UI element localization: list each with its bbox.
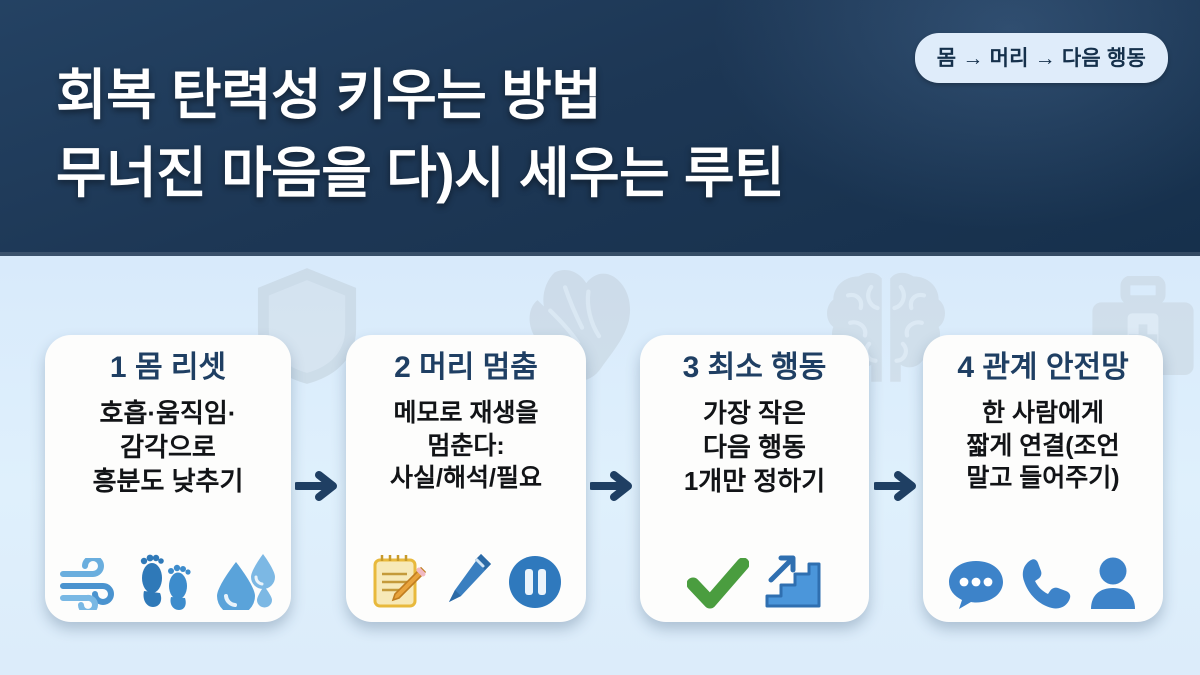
step-card-3[interactable]: 3 최소 행동 가장 작은 다음 행동 1개만 정하기 [640, 335, 869, 622]
step-card-2-icons [369, 544, 563, 610]
step-card-3-icons [686, 544, 823, 610]
page-title-line-1: 회복 탄력성 키우는 방법 [56, 64, 602, 126]
step-card-2[interactable]: 2 머리 멈춤 메모로 재생을 멈춘다: 사실/해석/필요 [346, 335, 586, 622]
step-card-4[interactable]: 4 관계 안전망 한 사람에게 짧게 연결(조언 말고 들어주기) [923, 335, 1163, 622]
step-card-1-body: 호흡·움직임· 감각으로 흥분도 낮추기 [92, 398, 244, 496]
wind-icon [60, 558, 114, 610]
flow-badge: 몸 → 머리 → 다음 행동 [914, 33, 1168, 83]
stairs-up-icon [765, 555, 820, 608]
step-card-4-body: 한 사람에게 짧게 연결(조언 말고 들어주기) [966, 399, 1120, 492]
step-card-1-icons [59, 544, 277, 610]
steps-container: 1 몸 리셋 호흡·움직임· 감각으로 흥분도 낮추기 [0, 335, 1200, 625]
speech-bubble-icon [949, 561, 1003, 609]
step-card-3-title: 3 최소 행동 [682, 351, 827, 384]
step-card-3-body: 가장 작은 다음 행동 1개만 정하기 [683, 398, 826, 496]
step-card-1-title: 1 몸 리셋 [109, 351, 227, 384]
droplets-icon [217, 554, 275, 610]
pen-icon [449, 554, 491, 602]
header-banner: 몸 → 머리 → 다음 행동 회복 탄력성 키우는 방법 무너진 마음을 다)시… [0, 0, 1200, 256]
page-title: 회복 탄력성 키우는 방법 무너진 마음을 다)시 세우는 루틴 [56, 56, 785, 212]
flow-arrow-1 [295, 471, 337, 501]
step-card-4-title: 4 관계 안전망 [957, 351, 1129, 384]
footprints-icon [140, 554, 191, 610]
step-card-4-icons [947, 544, 1139, 610]
notepad-pencil-icon [373, 555, 427, 608]
flow-arrow-3 [874, 471, 916, 501]
phone-icon [1022, 559, 1071, 609]
person-icon [1091, 557, 1135, 609]
check-mark-icon [686, 558, 749, 609]
page-title-line-2: 무너진 마음을 다)시 세우는 루틴 [56, 142, 785, 205]
step-card-2-title: 2 머리 멈춤 [394, 351, 538, 384]
step-card-1[interactable]: 1 몸 리셋 호흡·움직임· 감각으로 흥분도 낮추기 [45, 335, 291, 622]
pause-icon [509, 556, 561, 608]
step-card-2-body: 메모로 재생을 멈춘다: 사실/해석/필요 [390, 399, 542, 492]
flow-arrow-2 [590, 471, 632, 501]
